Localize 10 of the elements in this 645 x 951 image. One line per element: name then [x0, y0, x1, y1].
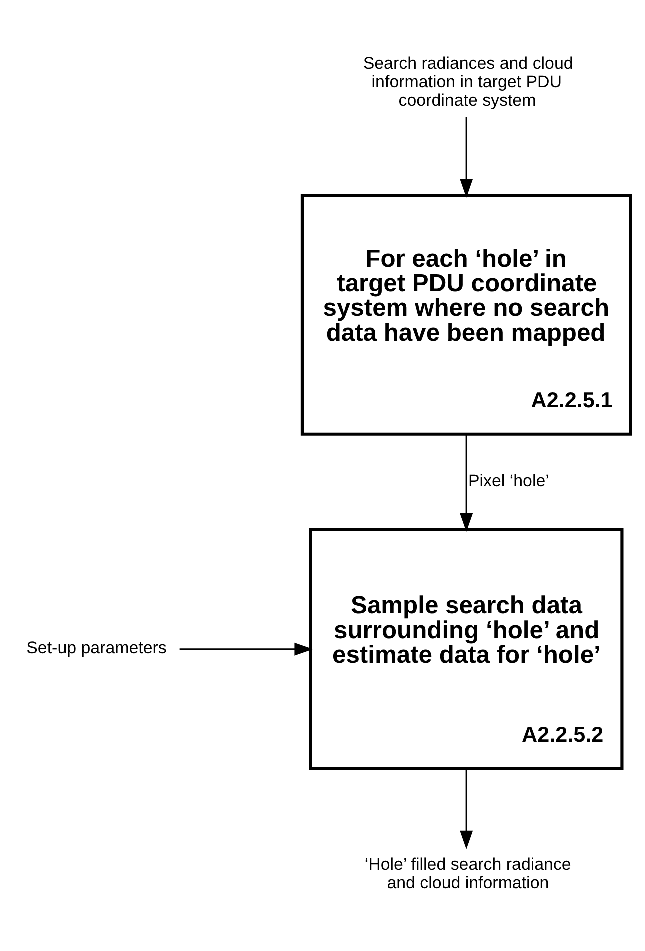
arrow — [460, 116, 474, 198]
node-box: For each ‘hole’ in target PDU coordinate system where no search data have been mapped A2.2.5.1 — [300, 194, 632, 436]
node-box: Sample search data surrounding ‘hole’ and estimate data for ‘hole’ A2.2.5.2 — [309, 528, 624, 770]
arrow — [460, 768, 474, 849]
arrow — [180, 642, 314, 656]
edge-label: Pixel ‘hole’ — [468, 470, 550, 490]
node-text: ‘Hole’ filled search radiance and cloud information — [364, 854, 572, 892]
arrow — [460, 434, 474, 532]
node-text: Search radiances and cloud information in target PDU coordinate system — [363, 53, 574, 110]
node-text: Set-up parameters — [26, 638, 167, 658]
